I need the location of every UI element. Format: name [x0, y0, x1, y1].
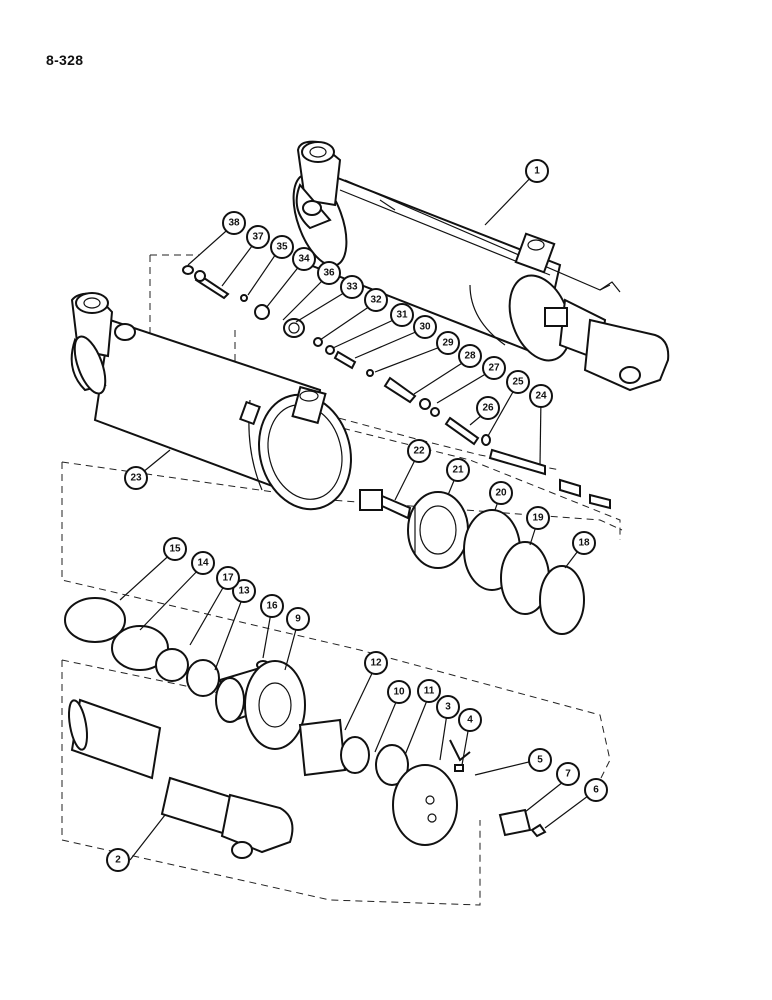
- callout-label: 6: [593, 785, 599, 796]
- callout-label: 13: [238, 586, 250, 597]
- callout-10: 10: [387, 680, 411, 704]
- rod-and-pins: [488, 448, 611, 510]
- callout-18: 18: [572, 531, 596, 555]
- callout-26: 26: [476, 396, 500, 420]
- callout-37: 37: [246, 225, 270, 249]
- small-parts: [182, 265, 491, 446]
- callout-label: 5: [537, 755, 543, 766]
- callout-13: 13: [232, 579, 256, 603]
- callout-label: 24: [535, 391, 547, 402]
- callout-33: 33: [340, 275, 364, 299]
- callout-label: 12: [370, 658, 382, 669]
- callout-label: 37: [252, 232, 264, 243]
- callout-4: 4: [458, 708, 482, 732]
- page-code: 8-328: [46, 52, 84, 68]
- seal-rings: [64, 509, 585, 682]
- callout-38: 38: [222, 211, 246, 235]
- callout-label: 3: [445, 702, 451, 713]
- callout-label: 23: [130, 473, 142, 484]
- callout-label: 31: [396, 310, 408, 321]
- callout-label: 21: [452, 465, 464, 476]
- callout-3: 3: [436, 695, 460, 719]
- callout-label: 19: [532, 513, 544, 524]
- callout-22: 22: [407, 439, 431, 463]
- callout-label: 28: [464, 351, 476, 362]
- callout-label: 2: [115, 855, 121, 866]
- callout-21: 21: [446, 458, 470, 482]
- callout-6: 6: [584, 778, 608, 802]
- callout-25: 25: [506, 370, 530, 394]
- callout-35: 35: [270, 235, 294, 259]
- callout-17: 17: [216, 566, 240, 590]
- callout-label: 9: [295, 614, 301, 625]
- callout-label: 32: [370, 295, 382, 306]
- callout-31: 31: [390, 303, 414, 327]
- callout-11: 11: [417, 679, 441, 703]
- callout-label: 34: [298, 254, 310, 265]
- callout-32: 32: [364, 288, 388, 312]
- callout-34: 34: [292, 247, 316, 271]
- callout-30: 30: [413, 315, 437, 339]
- callout-5: 5: [528, 748, 552, 772]
- callout-label: 25: [512, 377, 524, 388]
- callout-28: 28: [458, 344, 482, 368]
- piston-rod: [68, 698, 294, 859]
- callout-9: 9: [286, 607, 310, 631]
- callout-2: 2: [106, 848, 130, 872]
- callout-label: 29: [442, 338, 454, 349]
- callout-label: 16: [266, 601, 278, 612]
- callout-label: 20: [495, 488, 507, 499]
- callout-label: 38: [228, 218, 240, 229]
- callout-1: 1: [525, 159, 549, 183]
- callout-24: 24: [529, 384, 553, 408]
- callout-label: 14: [197, 558, 209, 569]
- callout-12: 12: [364, 651, 388, 675]
- callout-16: 16: [260, 594, 284, 618]
- callout-14: 14: [191, 551, 215, 575]
- callout-label: 22: [413, 446, 425, 457]
- callout-label: 18: [578, 538, 590, 549]
- callout-15: 15: [163, 537, 187, 561]
- callout-label: 4: [467, 715, 473, 726]
- callout-label: 26: [482, 403, 494, 414]
- callout-label: 10: [393, 687, 405, 698]
- gland-assembly: [186, 659, 306, 750]
- callout-label: 7: [565, 769, 571, 780]
- callout-19: 19: [526, 506, 550, 530]
- callout-label: 15: [169, 544, 181, 555]
- callout-7: 7: [556, 762, 580, 786]
- end-cap-parts: [298, 718, 547, 846]
- callout-label: 35: [276, 242, 288, 253]
- callout-36: 36: [317, 261, 341, 285]
- callout-27: 27: [482, 356, 506, 380]
- callout-label: 27: [488, 363, 500, 374]
- callout-label: 36: [323, 268, 335, 279]
- callout-23: 23: [124, 466, 148, 490]
- callout-label: 11: [424, 686, 435, 697]
- piston-and-bolt: [359, 489, 469, 569]
- callout-29: 29: [436, 331, 460, 355]
- callout-label: 33: [346, 282, 358, 293]
- callout-label: 17: [222, 573, 234, 584]
- callout-label: 30: [419, 322, 431, 333]
- callout-20: 20: [489, 481, 513, 505]
- callout-label: 1: [534, 166, 540, 177]
- cylinder-barrel: [70, 292, 352, 511]
- assembled-cylinder: [292, 140, 670, 392]
